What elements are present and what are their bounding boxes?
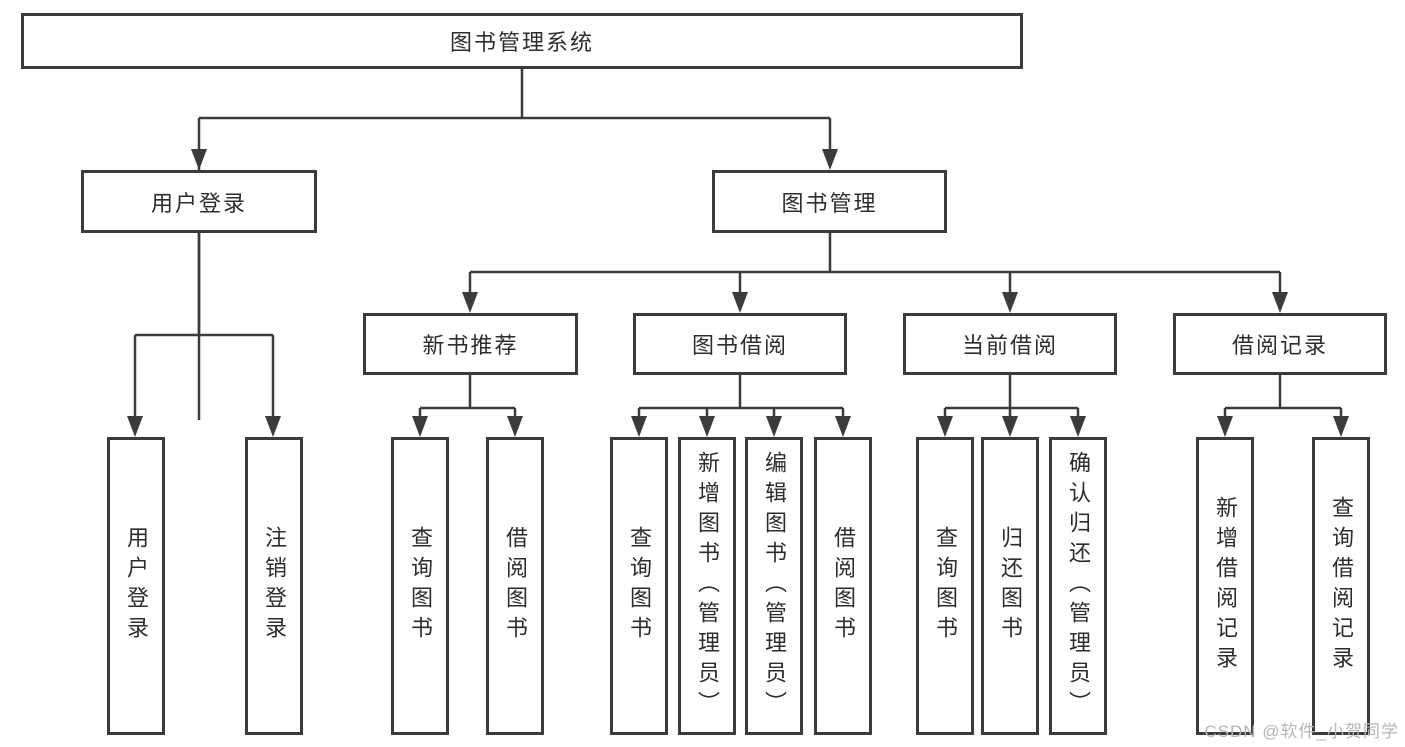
leaf-current-return-label: 归还图书	[998, 526, 1023, 646]
leaf-user-login: 用户登录	[107, 437, 165, 735]
leaf-current-query-label: 查询图书	[933, 526, 958, 646]
leaf-borrow-book-label: 借阅图书	[831, 526, 856, 646]
node-borrow-record-label: 借阅记录	[1231, 333, 1328, 358]
leaf-record-add: 新增借阅记录	[1196, 437, 1254, 735]
node-user-login-label: 用户登录	[150, 190, 247, 216]
leaf-current-confirm-admin: 确认归还（管理员）	[1049, 437, 1107, 735]
leaf-borrow-edit-admin-label: 编辑图书（管理员）	[762, 451, 787, 721]
leaf-borrow-book: 借阅图书	[814, 437, 872, 735]
connector-new-book-to-leaves	[412, 375, 523, 437]
node-book-borrow-label: 图书借阅	[691, 333, 788, 358]
csdn-watermark: CSDN @软件_小贺同学	[1204, 722, 1399, 741]
leaf-record-query: 查询借阅记录	[1312, 437, 1370, 735]
leaf-logout-label: 注销登录	[262, 526, 287, 646]
node-book-borrow: 图书借阅	[633, 313, 847, 375]
leaf-record-query-label: 查询借阅记录	[1329, 496, 1354, 676]
connector-book-mgmt-to-level3	[462, 233, 1288, 313]
node-root: 图书管理系统	[21, 13, 1023, 69]
leaf-current-return: 归还图书	[981, 437, 1039, 735]
leaf-new-book-query: 查询图书	[391, 437, 449, 735]
node-borrow-record: 借阅记录	[1173, 313, 1387, 375]
leaf-current-query: 查询图书	[916, 437, 974, 735]
connector-user-login-to-leaves	[127, 233, 281, 437]
node-book-mgmt: 图书管理	[712, 170, 947, 233]
connector-book-borrow-to-leaves	[631, 375, 851, 437]
leaf-record-add-label: 新增借阅记录	[1213, 496, 1238, 676]
leaf-logout: 注销登录	[245, 437, 303, 735]
node-new-book: 新书推荐	[363, 313, 578, 375]
node-root-label: 图书管理系统	[449, 30, 594, 55]
leaf-borrow-edit-admin: 编辑图书（管理员）	[745, 437, 803, 735]
connector-current-borrow-to-leaves	[937, 375, 1086, 437]
node-current-borrow-label: 当前借阅	[961, 333, 1058, 358]
node-new-book-label: 新书推荐	[422, 333, 519, 358]
node-current-borrow: 当前借阅	[903, 313, 1117, 375]
leaf-new-book-borrow: 借阅图书	[486, 437, 544, 735]
leaf-borrow-add-admin: 新增图书（管理员）	[678, 437, 736, 735]
node-book-mgmt-label: 图书管理	[781, 190, 878, 216]
leaf-current-confirm-admin-label: 确认归还（管理员）	[1066, 451, 1091, 721]
leaf-new-book-query-label: 查询图书	[408, 526, 433, 646]
leaf-borrow-query-label: 查询图书	[627, 526, 652, 646]
leaf-borrow-query: 查询图书	[610, 437, 668, 735]
node-user-login: 用户登录	[81, 170, 317, 233]
connector-borrow-record-to-leaves	[1217, 375, 1349, 437]
leaf-borrow-add-admin-label: 新增图书（管理员）	[695, 451, 720, 721]
leaf-new-book-borrow-label: 借阅图书	[503, 526, 528, 646]
leaf-user-login-label: 用户登录	[124, 526, 149, 646]
